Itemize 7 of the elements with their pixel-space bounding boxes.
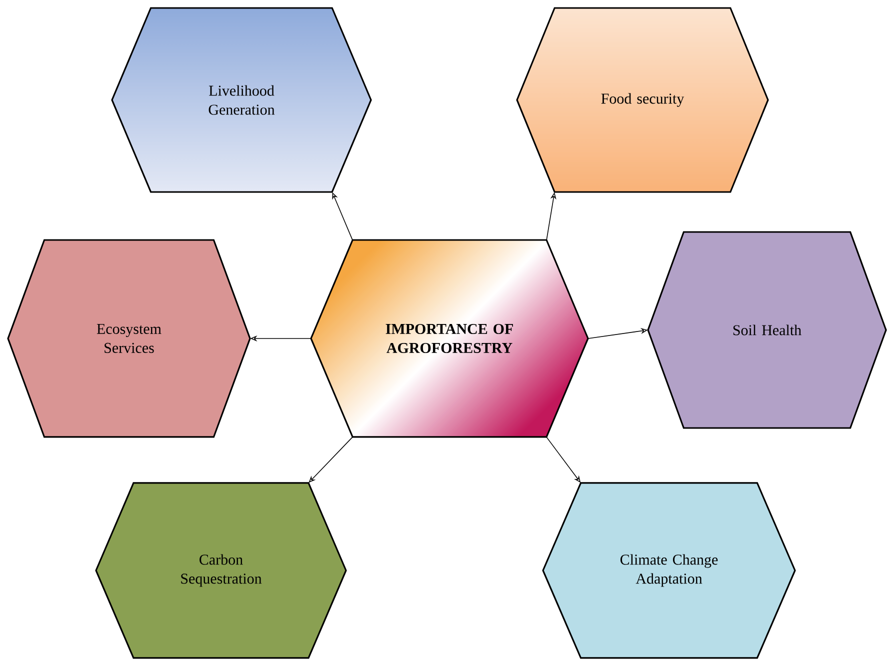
hexagon: Climate Change Adaptation (542, 482, 796, 659)
hexagon: Carbon Sequestration (95, 482, 347, 659)
hexagon: Livelihood Generation (111, 7, 372, 193)
hexagon: Ecosystem Services (7, 239, 251, 438)
hexagon: Soil Health (647, 231, 887, 429)
hexagon: Food security (516, 7, 769, 193)
hexagon: IMPORTANCE OF AGROFORESTRY (310, 239, 589, 438)
